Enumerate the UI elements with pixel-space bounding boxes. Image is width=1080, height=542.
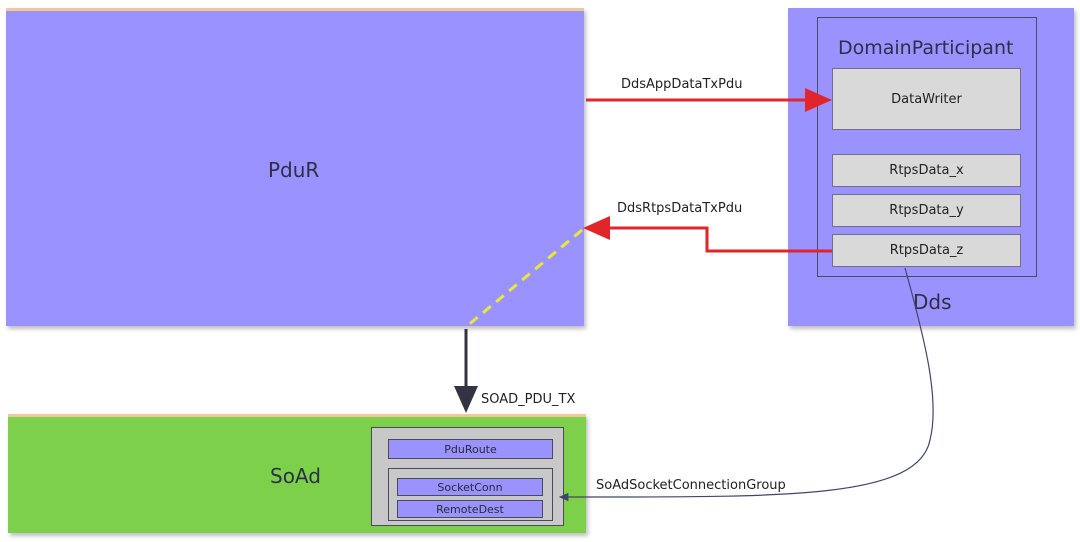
app-data-tx-label: DdsAppDataTxPdu: [621, 77, 743, 92]
socket-group-frame: [388, 468, 553, 521]
dds-label: Dds: [913, 290, 952, 314]
rtps-data-y: RtpsData_y: [832, 194, 1021, 227]
soad-label: SoAd: [270, 464, 321, 488]
pdur-label: PduR: [268, 158, 320, 182]
domain-participant-frame: [817, 17, 1037, 277]
socket-conn: SocketConn: [397, 478, 543, 496]
data-writer: DataWriter: [832, 68, 1021, 130]
socket-connection-group-label: SoAdSocketConnectionGroup: [596, 478, 786, 493]
pdu-route: PduRoute: [388, 439, 553, 459]
rtps-data-x: RtpsData_x: [832, 154, 1021, 187]
pdur-module: [6, 8, 584, 326]
soad-pdu-tx-label: SOAD_PDU_TX: [481, 392, 576, 407]
dashed-link: [465, 228, 583, 329]
remote-dest: RemoteDest: [397, 500, 543, 518]
domain-participant-label: DomainParticipant: [838, 37, 1014, 59]
rtps-data-z: RtpsData_z: [832, 234, 1021, 267]
rtps-data-tx-label: DdsRtpsDataTxPdu: [617, 201, 743, 216]
socket-connection-group-arrow: [558, 267, 934, 502]
rtps-data-tx-arrow: [583, 216, 832, 253]
